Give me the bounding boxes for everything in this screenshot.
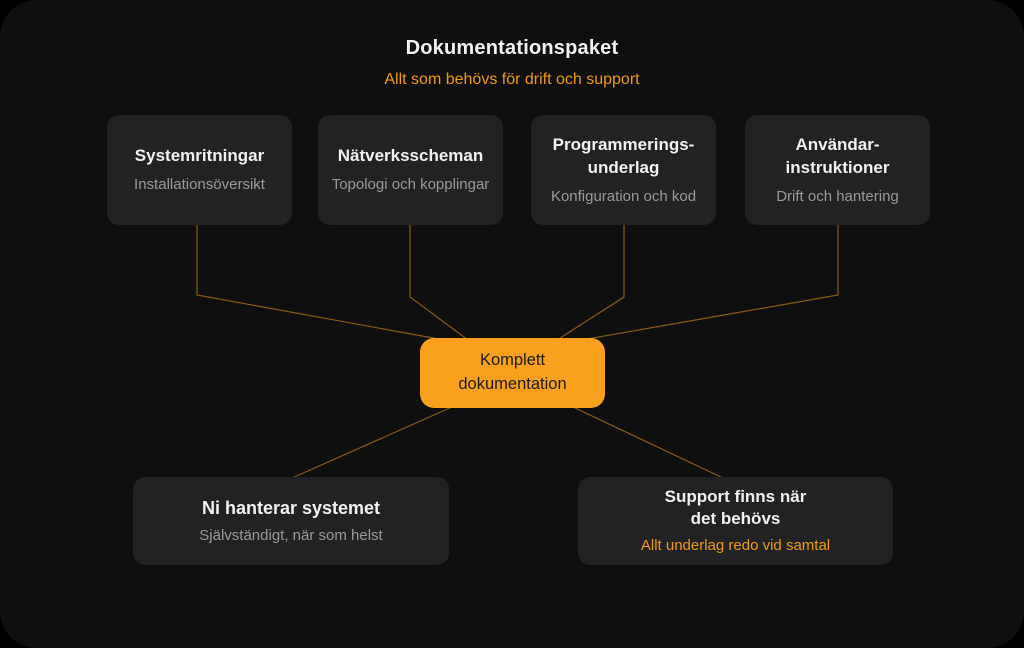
node-title: Användar- instruktioner [785, 134, 890, 177]
node-subtitle: Allt underlag redo vid samtal [640, 537, 831, 555]
node-title: Ni hanterar systemet [201, 497, 381, 518]
node-natverksscheman: Nätverksscheman Topologi och kopplingar [318, 115, 503, 225]
page-subtitle: Allt som behövs för drift och support [384, 71, 640, 88]
node-subtitle: Topologi och kopplingar [331, 176, 490, 194]
connector-natverksscheman-to-center [409, 223, 469, 341]
node-anvandarinstruktioner: Användar- instruktioner Drift och hanter… [745, 115, 930, 225]
node-subtitle: Drift och hantering [776, 187, 899, 205]
node-programmeringsunderlag: Programmerings- underlag Konfiguration o… [531, 115, 716, 225]
node-subtitle: Konfiguration och kod [550, 187, 697, 205]
node-title: Programmerings- underlag [552, 134, 695, 177]
node-title: Support finns när det behövs [664, 487, 807, 529]
node-subtitle: Installationsöversikt [134, 176, 265, 194]
node-title: Nätverksscheman [337, 146, 484, 166]
node-systemritningar: Systemritningar Installationsöversikt [107, 115, 292, 225]
connector-center-to-support [572, 406, 724, 479]
node-ni-hanterar-systemet: Ni hanterar systemet Självständigt, när … [133, 477, 449, 565]
connector-anvandarinstruktioner-to-center [569, 225, 839, 343]
connector-center-to-ni-hanterar [291, 406, 453, 479]
center-node-label: Komplett dokumentation [458, 351, 567, 393]
node-support-finns: Support finns när det behövs Allt underl… [578, 477, 893, 565]
node-subtitle: Självständigt, när som helst [199, 526, 383, 544]
connector-systemritningar-to-center [196, 223, 456, 343]
connector-programmeringsunderlag-to-center [556, 225, 625, 341]
node-title: Systemritningar [134, 146, 265, 166]
node-komplett-dokumentation: Komplett dokumentation [420, 338, 605, 408]
page-title: Dokumentationspaket [405, 37, 619, 59]
